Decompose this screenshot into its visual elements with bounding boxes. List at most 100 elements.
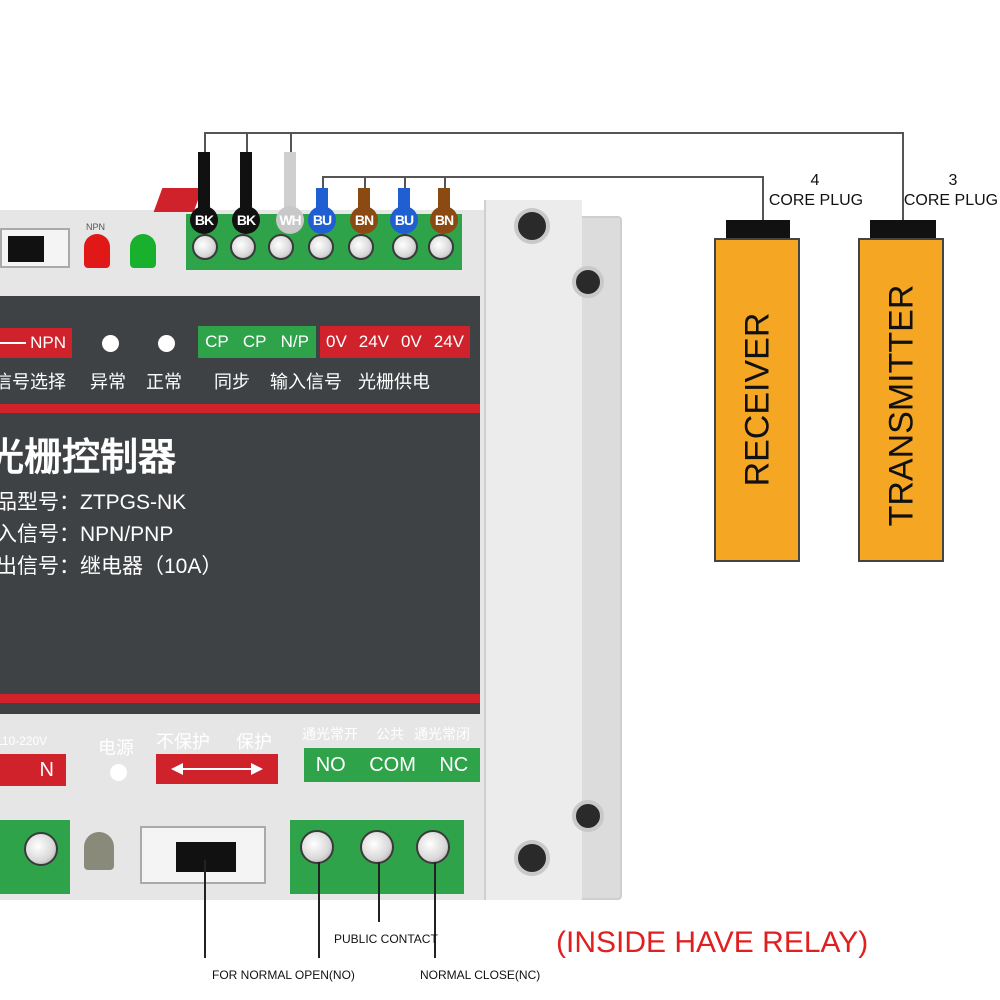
wire-top-a — [204, 132, 904, 134]
sync-input-label: CP CP N/P — [198, 326, 316, 358]
sleeve-wh — [284, 152, 296, 212]
no-caption: 通光常开 — [302, 726, 358, 742]
input-signal-caption: 输入信号 — [270, 372, 342, 392]
bottom-left-screw[interactable] — [24, 832, 58, 866]
top-switch[interactable] — [0, 228, 70, 268]
power-caption: 电源 — [98, 738, 134, 758]
wire-down-receiver — [762, 176, 764, 222]
wire-tag-bn-1: BN — [350, 206, 378, 234]
mount-hole-top-left — [514, 208, 550, 244]
leader-nc — [434, 862, 436, 958]
v0a-text: 0V — [325, 332, 347, 351]
no-terminal-screw[interactable] — [300, 830, 334, 864]
wire-down-5 — [364, 176, 366, 190]
public-contact-label: PUBLIC CONTACT — [334, 932, 438, 946]
no-protect-caption: 不保护 — [156, 732, 210, 752]
green-led — [130, 234, 156, 268]
transmitter-core-label: CORE PLUG — [903, 192, 999, 209]
double-arrow-icon — [171, 763, 263, 775]
sync-caption: 同步 — [214, 372, 250, 392]
panel-divider-top — [0, 404, 480, 413]
front-panel — [0, 296, 480, 714]
protect-switch[interactable] — [140, 826, 266, 884]
leader-no — [318, 862, 320, 958]
top-screw-2[interactable] — [230, 234, 256, 260]
voltage-caption: 110-220V — [0, 734, 48, 748]
v24b-text: 24V — [433, 332, 464, 351]
top-screw-4[interactable] — [308, 234, 334, 260]
signal-select-caption: 信号选择 — [0, 372, 66, 392]
panel-divider-bottom — [0, 694, 480, 703]
wire-down-6 — [404, 176, 406, 190]
wire-down-3 — [290, 132, 292, 154]
receiver-label: RECEIVER — [738, 312, 777, 487]
housing-right-side — [484, 200, 582, 900]
normal-indicator — [158, 335, 175, 352]
top-screw-3[interactable] — [268, 234, 294, 260]
normal-close-label: NORMAL CLOSE(NC) — [420, 968, 541, 982]
leader-switch — [204, 860, 206, 958]
red-led — [84, 234, 110, 268]
npn-text: NPN — [30, 333, 66, 352]
relay-note: (INSIDE HAVE RELAY) — [556, 926, 869, 959]
protect-caption: 保护 — [236, 732, 272, 752]
nc-text: NC — [439, 753, 469, 776]
power-indicator — [110, 764, 127, 781]
product-title: 光栅控制器 — [0, 437, 177, 479]
v24a-text: 24V — [358, 332, 389, 351]
nc-caption: 通光常闭 — [414, 726, 470, 742]
spec-line-output: 出信号：继电器（10A） — [0, 555, 223, 578]
npn-select-label: NPN — [0, 328, 72, 358]
transmitter-sensor — [858, 238, 944, 562]
abnormal-indicator — [102, 335, 119, 352]
receiver-core-label: CORE PLUG — [768, 192, 864, 209]
wire-tag-bk-1: BK — [190, 206, 218, 234]
np-text: N/P — [280, 332, 309, 351]
n-terminal-label: N — [0, 754, 66, 786]
sleeve-bk-2 — [240, 152, 252, 212]
wire-down-2 — [246, 132, 248, 154]
top-screw-6[interactable] — [392, 234, 418, 260]
mount-hole-bottom-left — [514, 840, 550, 876]
nc-terminal-screw[interactable] — [416, 830, 450, 864]
relay-output-label: NO COM NC — [304, 748, 480, 782]
wire-tag-wh: WH — [276, 206, 304, 234]
transmitter-plug — [870, 220, 936, 240]
abnormal-caption: 异常 — [90, 372, 126, 392]
com-caption: 公共 — [376, 726, 404, 742]
no-text: NO — [315, 753, 346, 776]
receiver-plug — [726, 220, 790, 240]
wire-tag-bn-2: BN — [430, 206, 458, 234]
mount-hole-mid-right — [572, 800, 604, 832]
top-screw-7[interactable] — [428, 234, 454, 260]
transmitter-label: TRANSMITTER — [882, 284, 921, 527]
mount-hole-top-right — [572, 266, 604, 298]
normal-open-label: FOR NORMAL OPEN(NO) — [212, 968, 355, 982]
grating-power-caption: 光栅供电 — [358, 372, 430, 392]
leader-com — [378, 862, 380, 922]
sleeve-bk-1 — [198, 152, 210, 212]
receiver-core-count: 4 — [810, 172, 820, 189]
spec-line-model: 品型号：ZTPGS-NK — [0, 491, 187, 514]
wire-tag-bu-1: BU — [308, 206, 336, 234]
protect-selector-label — [156, 754, 278, 784]
wire-tag-bu-2: BU — [390, 206, 418, 234]
cp1-text: CP — [205, 332, 229, 351]
wire-tag-bk-2: BK — [232, 206, 260, 234]
wire-down-transmitter — [902, 132, 904, 222]
receiver-sensor — [714, 238, 800, 562]
bottom-led — [84, 832, 114, 870]
normal-caption: 正常 — [146, 372, 182, 392]
small-npn-label: NPN — [86, 222, 106, 232]
grating-power-label: 0V 24V 0V 24V — [320, 326, 470, 358]
v0b-text: 0V — [400, 332, 422, 351]
top-screw-5[interactable] — [348, 234, 374, 260]
n-text: N — [39, 758, 54, 781]
spec-line-input: 入信号：NPN/PNP — [0, 523, 174, 546]
wire-top-b — [322, 176, 764, 178]
top-screw-1[interactable] — [192, 234, 218, 260]
com-terminal-screw[interactable] — [360, 830, 394, 864]
wire-down-4 — [322, 176, 324, 190]
transmitter-core-count: 3 — [948, 172, 958, 189]
cp2-text: CP — [242, 332, 267, 351]
